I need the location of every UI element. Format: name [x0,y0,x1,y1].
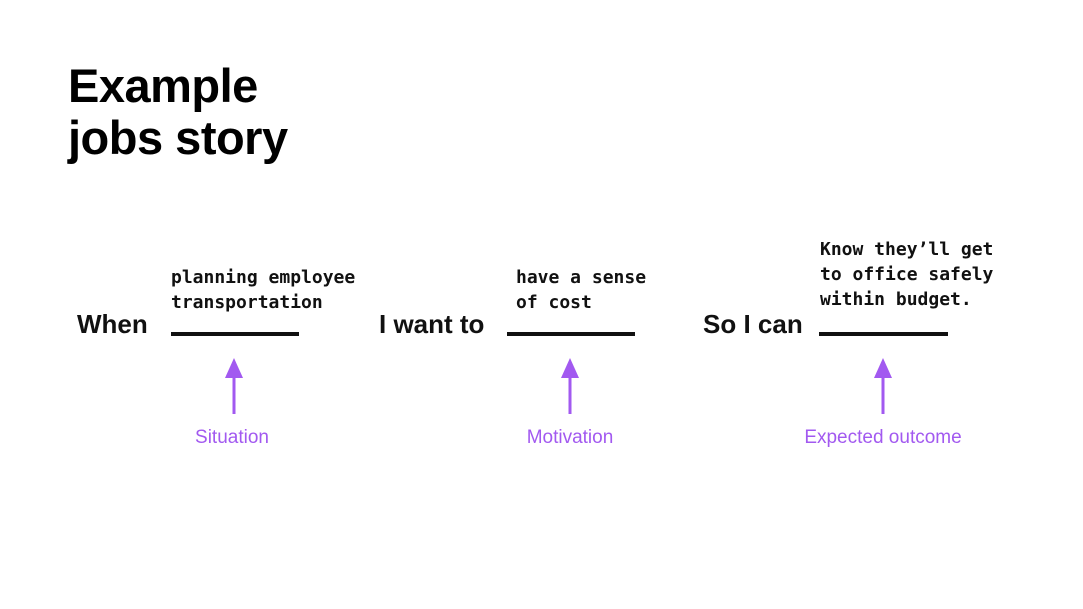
outcome-caption: Expected outcome [804,427,962,448]
motivation-text-line-2: of cost [516,292,592,313]
situation-filled-text: planning employee transportation [171,265,355,315]
outcome-filled-text: Know they’ll get to office safely within… [820,237,993,312]
situation-caption: Situation [195,427,269,448]
title-line-1: Example [68,59,258,112]
outcome-text-line-1: Know they’ll get [820,239,994,260]
outcome-text-line-3: within budget. [820,289,972,310]
when-prefix: When [77,309,148,339]
arrow-up-icon [873,358,893,414]
so-i-can-prefix: So I can [703,309,803,339]
outcome-blank-line [819,332,948,336]
slide-title: Example jobs story [68,60,288,164]
outcome-text-line-2: to office safely [820,264,994,285]
motivation-filled-text: have a sense of cost [516,265,646,315]
arrow-up-icon [560,358,580,414]
motivation-text-line-1: have a sense [516,267,647,288]
motivation-caption: Motivation [526,427,614,448]
title-line-2: jobs story [68,111,288,164]
arrow-up-icon [224,358,244,414]
situation-text-line-2: transportation [171,292,323,313]
situation-text-line-1: planning employee [171,267,356,288]
situation-blank-line [171,332,299,336]
motivation-blank-line [507,332,635,336]
i-want-to-prefix: I want to [379,309,485,339]
